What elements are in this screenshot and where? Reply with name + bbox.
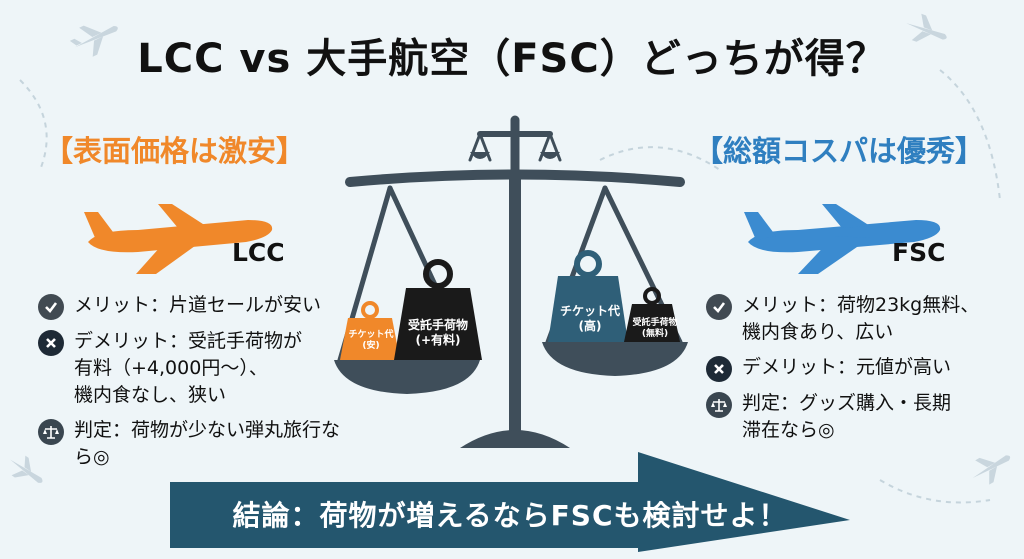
fsc-ticket-weight-label: チケット代 (高) [559,304,620,333]
list-item: メリット：荷物23kg無料、 機内食あり、広い [706,292,1016,346]
lcc-plane-icon [84,204,273,274]
bg-plane-icon [10,455,43,483]
lcc-heading: 【表面価格は激安】 [44,134,306,168]
conclusion-arrow [170,452,850,552]
list-item: 判定：荷物が少ない弾丸旅行なら◎ [38,417,358,471]
lcc-verdict-text: 判定：荷物が少ない弾丸旅行なら◎ [74,419,341,468]
lcc-demerit-text: デメリット：受託手荷物が 有料（+4,000円〜）、 機内食なし、狭い [74,330,303,406]
lcc-baggage-weight [394,259,482,360]
lcc-baggage-weight-label: 受託手荷物 (+有料) [407,318,468,347]
fsc-baggage-weight [624,287,680,342]
bg-plane-icon [906,13,947,42]
fsc-label: FSC [892,238,946,267]
conclusion-text: 結論：荷物が増えるならFSCも検討せよ！ [232,499,788,532]
check-icon [38,294,64,320]
bg-plane-icon [972,455,1011,485]
lcc-ticket-weight-label: チケット代 (安) [348,330,394,351]
cross-icon [38,330,64,356]
fsc-verdict-text: 判定：グッズ購入・長期 滞在なら◎ [742,392,952,441]
fsc-merit-text: メリット：荷物23kg無料、 機内食あり、広い [742,294,980,343]
balance-scale [334,115,688,448]
fsc-baggage-weight-label: 受託手荷物 (無料) [632,318,678,339]
cross-icon [706,356,732,382]
scale-icon [706,392,732,418]
lcc-ticket-weight [340,301,400,360]
list-item: 判定：グッズ購入・長期 滞在なら◎ [706,390,1016,444]
list-item: メリット：片道セールが安い [38,292,358,320]
list-item: デメリット：受託手荷物が 有料（+4,000円〜）、 機内食なし、狭い [38,328,358,409]
lcc-label: LCC [232,238,285,267]
lcc-merit-text: メリット：片道セールが安い [74,294,322,316]
right-pan [542,342,688,376]
fsc-plane-icon [744,204,941,274]
left-pan [334,360,480,394]
fsc-list: メリット：荷物23kg無料、 機内食あり、広い デメリット：元値が高い 判定：グ… [706,292,1016,452]
fsc-ticket-weight [548,250,628,342]
fsc-demerit-text: デメリット：元値が高い [742,356,952,378]
check-icon [706,294,732,320]
list-item: デメリット：元値が高い [706,354,1016,382]
scale-icon [38,419,64,445]
fsc-heading: 【総額コスパは優秀】 [694,134,985,168]
lcc-list: メリット：片道セールが安い デメリット：受託手荷物が 有料（+4,000円〜）、… [38,292,358,479]
page-title: LCC vs 大手航空（FSC）どっちが得？ [137,36,887,82]
bg-plane-icon [69,25,118,57]
